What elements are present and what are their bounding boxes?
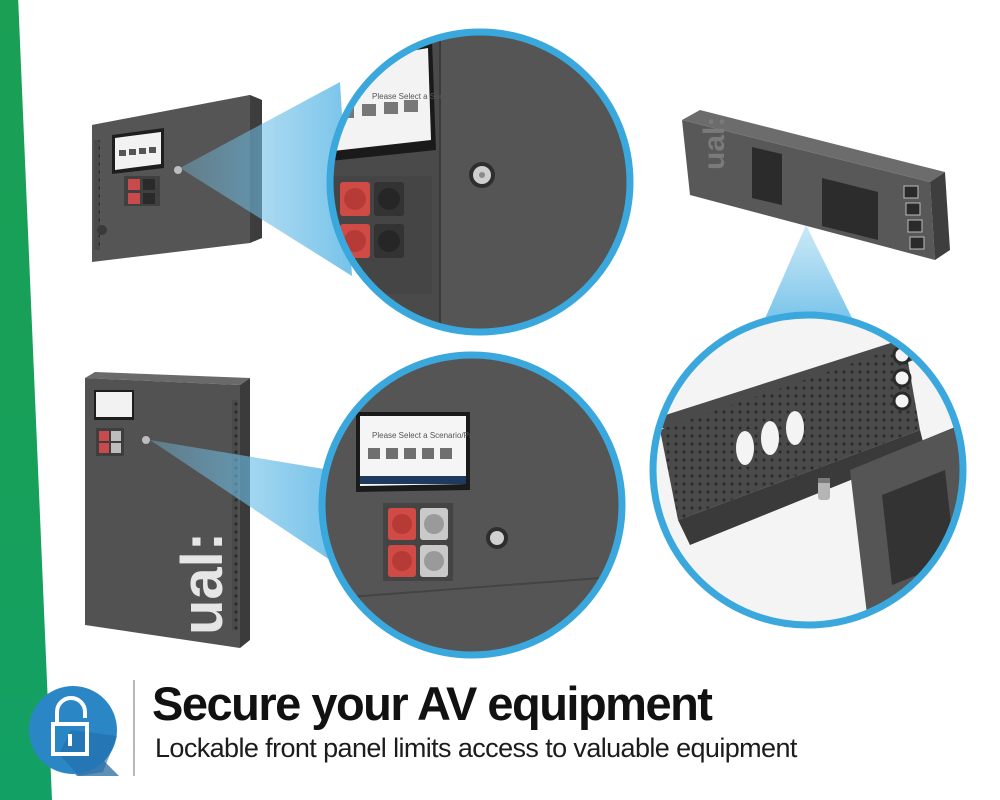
touchscreen-title-2: Please Select a Scenario/Preset: [372, 431, 488, 440]
touchscreen-title: Please Select a Scenario/Preset: [372, 92, 488, 101]
subheadline: Lockable front panel limits access to va…: [155, 733, 797, 763]
headline: Secure your AV equipment: [152, 677, 713, 730]
zoom-callout-3: [649, 311, 967, 629]
callout-beam-3: [760, 225, 858, 330]
footer-divider: [133, 680, 135, 776]
zoom-callout-2: Please Select a Scenario/Preset: [318, 351, 626, 659]
callout-beam-1: [180, 82, 352, 276]
padlock-icon: [29, 686, 119, 776]
callout-beam-2: [150, 440, 330, 560]
ual-logo-horizontal: ual:: [698, 117, 731, 170]
wall-box-tall: ual:: [85, 372, 250, 648]
horizontal-bar-unit: ual:: [682, 110, 950, 260]
ual-logo-vertical: ual:: [170, 532, 235, 635]
zoom-callout-1: Please Select a Scenario/Preset: [326, 28, 634, 336]
